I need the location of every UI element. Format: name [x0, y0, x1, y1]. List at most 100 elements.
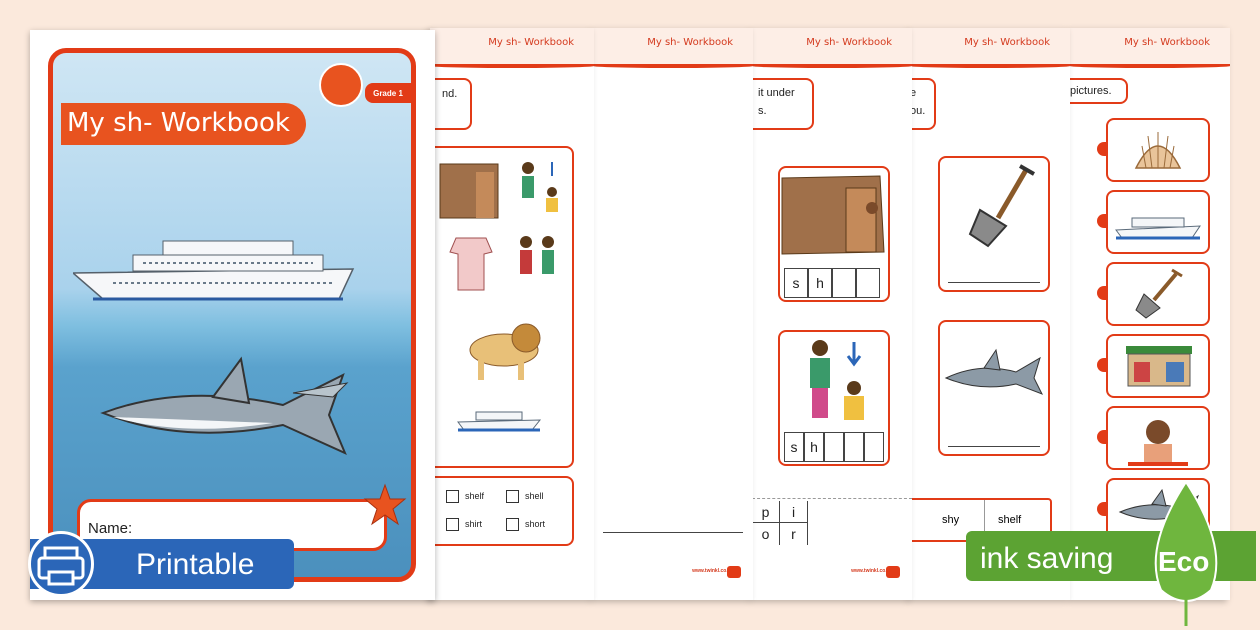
leaf-icon: [1154, 480, 1218, 626]
instruction-text: nd.: [442, 88, 458, 100]
ink-saving-label: ink saving: [980, 542, 1114, 575]
match-dot[interactable]: [1097, 502, 1107, 516]
ship-icon: [457, 411, 542, 432]
picture-card-spade[interactable]: [1106, 262, 1210, 326]
ink-saving-badge: ink saving Eco: [966, 478, 1260, 628]
cover-frame: Grade 1 My sh- Workbook Name:: [48, 48, 416, 582]
cover-title: My sh- Workbook: [61, 103, 306, 145]
grid-cell: r: [780, 523, 808, 545]
lion-icon: [469, 323, 541, 380]
instruction-line-2: ou.: [910, 105, 926, 117]
option-shirt[interactable]: shirt: [446, 518, 482, 531]
footer-url: www.twinkl.co.za: [692, 568, 733, 574]
ship-icon: [1115, 217, 1201, 240]
letter-cell: [824, 432, 844, 462]
letter-cell: s: [784, 268, 808, 298]
instruction-box: pictures.: [1070, 78, 1128, 104]
letter-cell: [844, 432, 864, 462]
shell-icon: [1134, 132, 1182, 169]
word-options: shelf shell vel shirt short: [430, 476, 574, 546]
match-dot[interactable]: [1097, 214, 1107, 228]
option-shell[interactable]: shell: [506, 490, 544, 503]
letter-cell: h: [808, 268, 832, 298]
spade-icon: [968, 164, 1035, 248]
match-dot[interactable]: [1097, 430, 1107, 444]
printable-label: Printable: [136, 548, 255, 581]
header-divider: [430, 64, 594, 68]
option-label: short: [525, 518, 546, 529]
answer-line: [603, 532, 743, 533]
twinkl-logo: [727, 566, 741, 578]
checkbox[interactable]: [506, 518, 519, 531]
picture-card-spade: [938, 156, 1050, 292]
match-dot[interactable]: [1097, 286, 1107, 300]
letter-cell: [832, 268, 856, 298]
page-header: [910, 28, 1070, 64]
letter-cell: [864, 432, 884, 462]
twinkl-logo: [886, 566, 900, 578]
checkbox[interactable]: [446, 518, 459, 531]
grid-cell: p: [752, 501, 780, 523]
shirt-icon: [449, 237, 493, 291]
page-header-title: My sh- Workbook: [647, 37, 733, 48]
page-header: [593, 28, 753, 64]
picture-grid: [430, 146, 574, 468]
page-header-title: My sh- Workbook: [964, 37, 1050, 48]
name-label: Name:: [88, 520, 133, 537]
picture-card-shark: [938, 320, 1050, 456]
letter-cell: s: [784, 432, 804, 462]
option-label: shelf: [465, 490, 485, 501]
instruction-line-1: e: [910, 87, 917, 99]
children-icon: [520, 236, 554, 274]
printable-badge: Printable: [0, 531, 294, 597]
shy-girl-icon: [1128, 420, 1188, 466]
option-short[interactable]: short: [506, 518, 545, 531]
shark-icon: [944, 348, 1044, 395]
page-header-title: My sh- Workbook: [806, 37, 892, 48]
shark-icon: [100, 356, 349, 455]
picture-card-shy: s h: [778, 330, 890, 466]
letter-grid: p i o r: [752, 498, 912, 546]
picture-card-ship[interactable]: [1106, 190, 1210, 254]
match-dot[interactable]: [1097, 142, 1107, 156]
page-header: [430, 28, 594, 64]
letter-cell: h: [804, 432, 824, 462]
shy-children-icon: [810, 340, 864, 420]
instruction-box: e ou.: [910, 78, 936, 130]
printer-icon: [28, 531, 94, 597]
word-bank-divider: [984, 500, 985, 540]
shop-icon: [1126, 346, 1192, 387]
spade-icon: [1135, 268, 1183, 319]
match-dot[interactable]: [1097, 358, 1107, 372]
header-divider: [752, 64, 912, 68]
instruction-line-2: s.: [758, 105, 767, 117]
shed-icon: [781, 175, 885, 255]
checkbox[interactable]: [506, 490, 519, 503]
picture-card-shop[interactable]: [1106, 334, 1210, 398]
page-header-title: My sh- Workbook: [488, 37, 574, 48]
checkbox[interactable]: [446, 490, 459, 503]
header-divider: [593, 64, 753, 68]
shy-children-icon: [522, 162, 558, 212]
instruction-text: pictures.: [1070, 85, 1112, 97]
picture-card-shy-girl[interactable]: [1106, 406, 1210, 470]
eco-label: Eco: [1158, 546, 1210, 577]
workbook-page-5: My sh- Workbook pictures.: [1070, 28, 1230, 600]
instruction-box: nd.: [430, 78, 472, 130]
shed-icon: [439, 163, 499, 219]
children-avatar-icon: [319, 63, 363, 107]
letter-cell: [856, 268, 880, 298]
grade-badge: Grade 1: [365, 83, 411, 103]
workbook-cover: Grade 1 My sh- Workbook Name:: [30, 30, 435, 600]
page-header: [1070, 28, 1230, 64]
option-shelf[interactable]: shelf: [446, 490, 484, 503]
starfish-icon: [363, 483, 407, 526]
page-header: [752, 28, 912, 64]
answer-line: [948, 446, 1040, 447]
picture-card-shell[interactable]: [1106, 118, 1210, 182]
page-header-title: My sh- Workbook: [1124, 37, 1210, 48]
word-shy: shy: [942, 514, 960, 526]
